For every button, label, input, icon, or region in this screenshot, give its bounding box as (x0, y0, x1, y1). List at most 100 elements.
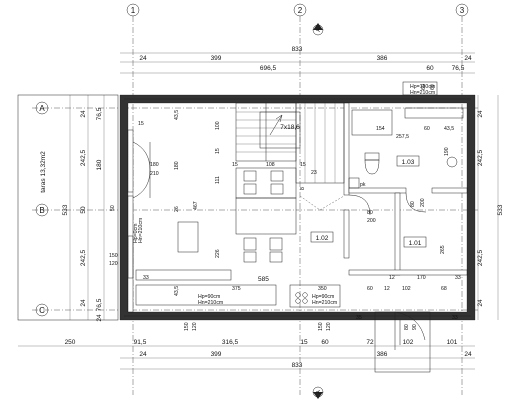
bottom-dimensions: 250 91,5 316,5 15 60 72 102 101 24 399 3… (18, 339, 475, 370)
left-double-door (132, 141, 151, 199)
room-label-1-03: 1.03 (396, 155, 420, 167)
svg-text:C: C (39, 306, 45, 315)
svg-text:24: 24 (477, 299, 484, 307)
svg-text:50: 50 (110, 205, 116, 211)
svg-text:91,5: 91,5 (134, 339, 147, 346)
svg-text:24: 24 (477, 110, 484, 118)
svg-text:180: 180 (150, 162, 159, 168)
svg-text:102: 102 (402, 286, 411, 292)
svg-text:24: 24 (464, 351, 472, 358)
svg-text:24: 24 (80, 110, 87, 118)
svg-text:533: 533 (62, 204, 69, 215)
section-mark-top: A (312, 23, 324, 36)
svg-text:15: 15 (300, 162, 306, 168)
svg-text:242,5: 242,5 (477, 249, 484, 266)
terrace: taras 13,32m2 (17, 94, 119, 321)
window-label-bath: Hp=150cm Hn=210cm (402, 81, 438, 96)
svg-text:pk: pk (360, 182, 366, 188)
room-label-1-01: 1.01 (403, 236, 427, 248)
svg-text:180: 180 (96, 159, 103, 170)
svg-text:108: 108 (266, 162, 275, 168)
svg-text:375: 375 (232, 286, 241, 292)
svg-text:12: 12 (389, 275, 395, 281)
svg-text:Hn=210cm: Hn=210cm (138, 218, 144, 243)
svg-text:15: 15 (300, 339, 308, 346)
window-label-left: Hp=0cm Hn=210cm (133, 218, 144, 243)
svg-text:226: 226 (215, 249, 221, 258)
svg-text:386: 386 (377, 351, 388, 358)
svg-text:154: 154 (376, 126, 385, 132)
svg-text:33: 33 (452, 315, 458, 321)
grid-axes: 1 2 3 A B C (32, 3, 480, 395)
window-label-front1: Hp=90cm Hn=210cm (198, 294, 223, 306)
left-window (127, 235, 134, 279)
svg-text:43,5: 43,5 (174, 286, 180, 296)
interior-doors (348, 192, 427, 216)
svg-text:1: 1 (131, 6, 136, 15)
svg-text:833: 833 (292, 362, 303, 369)
svg-text:76,5: 76,5 (96, 298, 103, 311)
svg-text:242,5: 242,5 (477, 149, 484, 166)
svg-text:35: 35 (356, 315, 362, 321)
svg-text:101: 101 (447, 339, 458, 346)
right-dimensions: 24 242,5 242,5 24 533 (477, 95, 504, 320)
svg-text:60: 60 (367, 286, 373, 292)
svg-text:102: 102 (403, 339, 414, 346)
grid-column-marker: 2 (293, 3, 307, 17)
svg-text:242,5: 242,5 (80, 249, 87, 266)
svg-text:taras 13,32m2: taras 13,32m2 (40, 151, 47, 193)
svg-text:24: 24 (464, 55, 472, 62)
svg-text:585: 585 (258, 276, 269, 283)
svg-text:90: 90 (412, 324, 418, 330)
interior-dimension-labels: 43,5 100 180 210 180 26 467 150 120 226 … (109, 84, 461, 331)
svg-text:60: 60 (424, 126, 430, 132)
svg-text:257,5: 257,5 (396, 134, 409, 140)
svg-text:24: 24 (139, 55, 147, 62)
svg-text:24: 24 (80, 299, 87, 307)
entrance-door (374, 311, 431, 373)
svg-text:Hp=150cm: Hp=150cm (410, 84, 435, 90)
svg-text:190: 190 (444, 147, 450, 156)
svg-text:120: 120 (192, 322, 198, 331)
top-dimensions: 833 24 399 386 24 696,5 60 76,5 (120, 46, 475, 74)
svg-text:399: 399 (211, 351, 222, 358)
svg-text:15: 15 (232, 162, 238, 168)
svg-text:467: 467 (193, 201, 199, 210)
svg-text:120: 120 (109, 261, 118, 267)
svg-text:200: 200 (367, 218, 376, 224)
svg-text:265: 265 (440, 245, 446, 254)
grid-row-marker: C (35, 303, 49, 317)
storage-cabinet (135, 221, 341, 308)
svg-text:24: 24 (139, 351, 147, 358)
section-mark-bottom: A (312, 386, 324, 399)
svg-text:33: 33 (455, 275, 461, 281)
svg-text:533: 533 (497, 204, 504, 215)
svg-text:15: 15 (138, 121, 144, 127)
svg-text:120: 120 (326, 322, 332, 331)
svg-text:60: 60 (421, 84, 427, 90)
grid-row-marker: A (35, 101, 49, 115)
stair-dimension-labels: 15 108 15 23 111 8 15 (215, 148, 317, 190)
svg-text:23: 23 (311, 170, 317, 176)
svg-text:68: 68 (441, 286, 447, 292)
svg-text:210: 210 (150, 171, 159, 177)
svg-text:200: 200 (420, 198, 426, 207)
svg-text:43,5: 43,5 (444, 126, 454, 132)
svg-text:111: 111 (215, 176, 221, 184)
dining-set-lower (243, 237, 283, 263)
svg-text:26: 26 (174, 206, 180, 212)
room-label-1-02: 1.02 (310, 231, 334, 243)
svg-text:60: 60 (430, 84, 436, 90)
svg-text:Hn=210cm: Hn=210cm (410, 90, 435, 96)
left-dimensions: 533 24 242,5 50 242,5 24 76,5 180 76,5 2… (62, 95, 105, 322)
svg-text:80: 80 (404, 324, 410, 330)
svg-text:60: 60 (426, 65, 434, 72)
dining-set-upper (235, 167, 297, 199)
grid-row-marker: B (35, 203, 49, 217)
grid-column-marker: 3 (455, 3, 469, 17)
svg-text:Hp=90cm: Hp=90cm (312, 294, 334, 300)
svg-text:100: 100 (215, 121, 221, 130)
svg-text:80: 80 (410, 201, 416, 207)
bathroom-fixtures: pk (348, 107, 464, 189)
